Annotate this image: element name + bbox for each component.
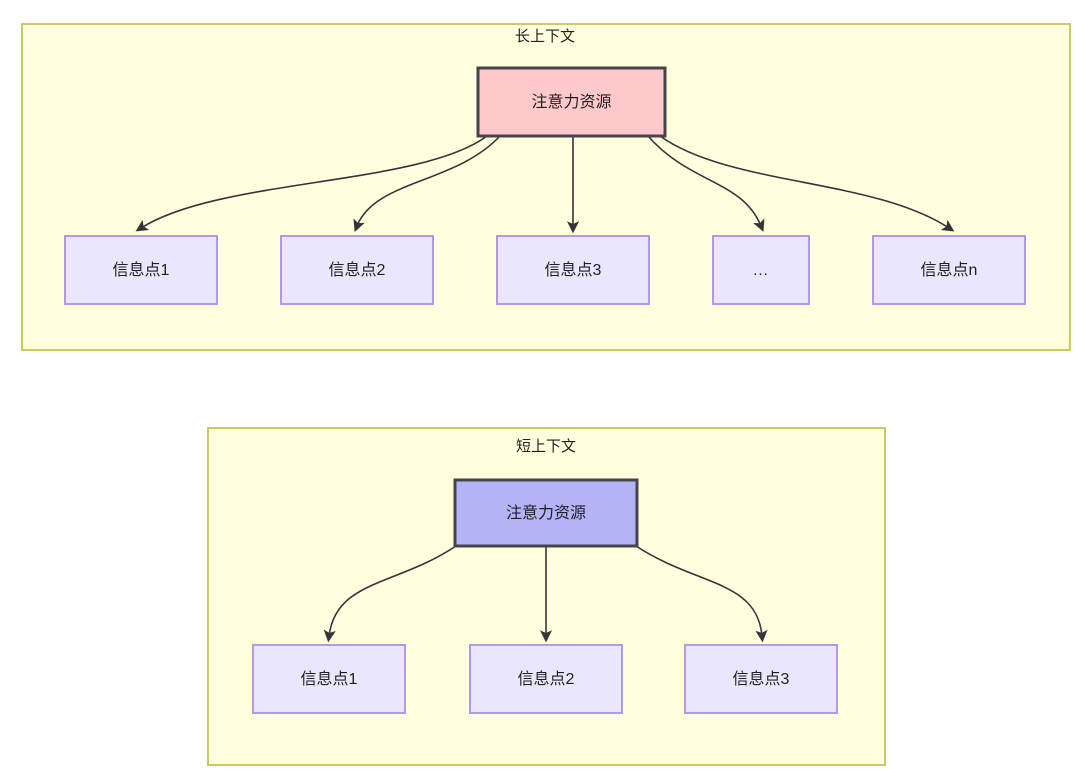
edge-attention-short-to-short-info-1	[323, 545, 457, 643]
node-short-info-3[interactable]: 信息点3	[684, 644, 838, 714]
node-box[interactable]	[712, 235, 810, 305]
node-label-attention-long: 注意力资源	[531, 92, 611, 111]
node-box[interactable]	[469, 644, 623, 714]
node-label-short-info-1: 信息点1	[301, 670, 358, 688]
node-label-long-info-2: 信息点2	[329, 261, 386, 279]
node-label-long-info-3: 信息点3	[545, 261, 602, 279]
node-label-long-info-ellipsis: ...	[753, 262, 769, 279]
group-title-short-context: 短上下文	[516, 438, 576, 455]
node-box[interactable]	[453, 478, 639, 548]
node-box[interactable]	[252, 644, 406, 714]
node-box[interactable]	[64, 235, 218, 305]
edge-attention-short-to-short-info-3	[635, 545, 768, 643]
node-label-short-info-2: 信息点2	[518, 670, 575, 688]
node-attention-short[interactable]: 注意力资源	[453, 478, 639, 548]
node-long-info-1[interactable]: 信息点1	[64, 235, 218, 305]
group-title-long-context: 长上下文	[515, 28, 575, 45]
edge-attention-long-to-long-info-1	[135, 135, 488, 232]
node-long-info-ellipsis[interactable]: ...	[712, 235, 810, 305]
node-label-attention-short: 注意力资源	[506, 503, 586, 522]
node-box[interactable]	[476, 66, 667, 138]
edge-attention-long-to-long-info-ellipsis	[647, 135, 765, 232]
node-box[interactable]	[872, 235, 1026, 305]
node-box[interactable]	[684, 644, 838, 714]
node-box[interactable]	[496, 235, 650, 305]
node-long-info-3[interactable]: 信息点3	[496, 235, 650, 305]
edge-attention-long-to-long-info-n	[659, 135, 955, 232]
node-attention-long[interactable]: 注意力资源	[476, 66, 667, 138]
edge-attention-long-to-long-info-2	[353, 135, 501, 232]
node-label-short-info-3: 信息点3	[733, 670, 790, 688]
node-long-info-n[interactable]: 信息点n	[872, 235, 1026, 305]
node-box[interactable]	[280, 235, 434, 305]
node-label-long-info-n: 信息点n	[921, 261, 978, 279]
node-short-info-2[interactable]: 信息点2	[469, 644, 623, 714]
node-long-info-2[interactable]: 信息点2	[280, 235, 434, 305]
node-short-info-1[interactable]: 信息点1	[252, 644, 406, 714]
node-label-long-info-1: 信息点1	[113, 261, 170, 279]
